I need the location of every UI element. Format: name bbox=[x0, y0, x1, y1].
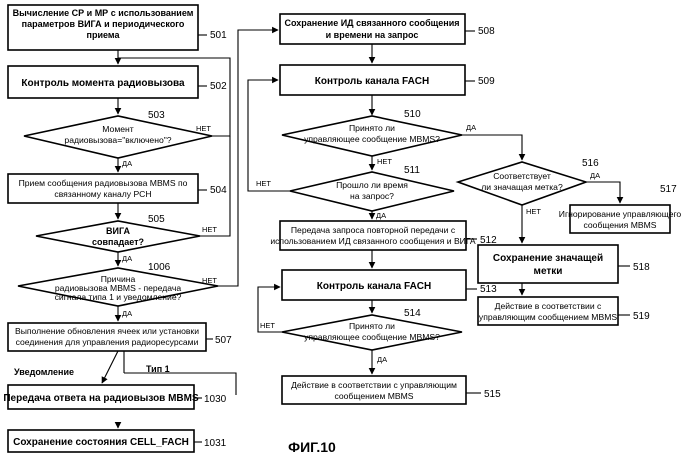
svg-text:Соответствует: Соответствует bbox=[493, 171, 551, 181]
svg-text:Передача запроса повторной пер: Передача запроса повторной передачи с bbox=[291, 225, 456, 235]
svg-text:ДА: ДА bbox=[122, 309, 132, 318]
svg-text:управляющее сообщение MBMS?: управляющее сообщение MBMS? bbox=[304, 134, 440, 144]
svg-text:516: 516 bbox=[582, 158, 599, 169]
svg-text:НЕТ: НЕТ bbox=[260, 321, 275, 330]
svg-text:519: 519 bbox=[633, 311, 650, 322]
svg-text:ДА: ДА bbox=[122, 159, 132, 168]
svg-text:ДА: ДА bbox=[376, 211, 386, 220]
svg-text:использованием ИД связанного с: использованием ИД связанного сообщения и… bbox=[270, 236, 476, 246]
svg-text:соединения для управления ради: соединения для управления радиоресурсами bbox=[16, 337, 199, 347]
svg-text:приема: приема bbox=[87, 30, 121, 40]
svg-text:Выполнение обновления ячеек ил: Выполнение обновления ячеек или установк… bbox=[15, 326, 199, 336]
svg-text:510: 510 bbox=[404, 109, 421, 120]
svg-text:управляющим сообщением MBMS: управляющим сообщением MBMS bbox=[479, 312, 617, 322]
svg-text:1006: 1006 bbox=[148, 262, 171, 273]
svg-text:НЕТ: НЕТ bbox=[202, 225, 217, 234]
svg-text:НЕТ: НЕТ bbox=[526, 207, 541, 216]
step-508: Сохранение ИД связанного сообщения и вре… bbox=[280, 14, 495, 44]
svg-text:1031: 1031 bbox=[204, 438, 227, 449]
svg-text:515: 515 bbox=[484, 389, 501, 400]
svg-text:Контроль канала FACH: Контроль канала FACH bbox=[317, 281, 431, 292]
svg-text:Вычисление СР и МР с использов: Вычисление СР и МР с использованием bbox=[13, 8, 194, 18]
svg-text:НЕТ: НЕТ bbox=[377, 157, 392, 166]
svg-text:НЕТ: НЕТ bbox=[196, 124, 211, 133]
step-1030: Передача ответа на радиовызов MBMS 1030 bbox=[3, 385, 226, 409]
decision-510: Принято ли управляющее сообщение MBMS? 5… bbox=[282, 109, 476, 166]
decision-505: ВИГА совпадает? 505 НЕТ ДА bbox=[36, 214, 217, 263]
svg-text:518: 518 bbox=[633, 262, 650, 273]
svg-text:ДА: ДА bbox=[377, 355, 387, 364]
svg-text:Момент: Момент bbox=[102, 124, 133, 134]
svg-text:НЕТ: НЕТ bbox=[256, 179, 271, 188]
step-501: Вычисление СР и МР с использованием пара… bbox=[8, 5, 227, 50]
svg-text:Действие в соответствии с упра: Действие в соответствии с управляющим bbox=[291, 380, 457, 390]
svg-text:517: 517 bbox=[660, 184, 677, 195]
svg-text:сигнала типа 1 и уведомление?: сигнала типа 1 и уведомление? bbox=[55, 292, 182, 302]
step-504: Прием сообщения радиовызова MBMS по связ… bbox=[8, 174, 227, 203]
svg-text:507: 507 bbox=[215, 335, 232, 346]
svg-text:совпадает?: совпадает? bbox=[92, 237, 144, 247]
svg-text:радиовызова="включено"?: радиовызова="включено"? bbox=[64, 135, 171, 145]
svg-text:Сохранение значащей: Сохранение значащей bbox=[493, 253, 603, 264]
step-518: Сохранение значащей метки 518 bbox=[478, 245, 650, 283]
svg-text:511: 511 bbox=[404, 165, 420, 176]
svg-text:Сохранение ИД связанного сообщ: Сохранение ИД связанного сообщения bbox=[285, 18, 460, 28]
step-513: Контроль канала FACH 513 bbox=[282, 270, 497, 300]
svg-text:метки: метки bbox=[534, 266, 563, 277]
svg-text:связанному каналу PCH: связанному каналу PCH bbox=[54, 189, 151, 199]
svg-text:Принято ли: Принято ли bbox=[349, 321, 395, 331]
step-507: Выполнение обновления ячеек или установк… bbox=[8, 323, 232, 377]
svg-text:Передача ответа на радиовызов: Передача ответа на радиовызов MBMS bbox=[3, 393, 199, 404]
svg-text:ли значащая метка?: ли значащая метка? bbox=[481, 182, 563, 192]
svg-text:ВИГА: ВИГА bbox=[106, 226, 131, 236]
svg-text:1030: 1030 bbox=[204, 394, 227, 405]
svg-text:Прием сообщения радиовызова MB: Прием сообщения радиовызова MBMS по bbox=[19, 178, 188, 188]
svg-text:и времени на запрос: и времени на запрос bbox=[326, 30, 419, 40]
svg-text:ДА: ДА bbox=[122, 254, 132, 263]
svg-text:Контроль момента радиовызова: Контроль момента радиовызова bbox=[21, 78, 185, 89]
svg-text:Игнорирование управляющего: Игнорирование управляющего bbox=[559, 209, 682, 219]
step-1031: Сохранение состояния CELL_FACH 1031 bbox=[8, 430, 227, 452]
svg-text:ДА: ДА bbox=[590, 171, 600, 180]
step-512: Передача запроса повторной передачи с ис… bbox=[270, 221, 497, 250]
svg-text:Сохранение состояния CELL_FACH: Сохранение состояния CELL_FACH bbox=[13, 437, 189, 448]
svg-text:505: 505 bbox=[148, 214, 165, 225]
svg-text:Тип 1: Тип 1 bbox=[146, 364, 170, 374]
svg-text:Контроль канала FACH: Контроль канала FACH bbox=[315, 76, 429, 87]
step-515: Действие в соответствии с управляющим со… bbox=[282, 376, 501, 404]
svg-text:508: 508 bbox=[478, 26, 495, 37]
svg-text:сообщения MBMS: сообщения MBMS bbox=[584, 220, 657, 230]
svg-text:502: 502 bbox=[210, 81, 227, 92]
svg-text:509: 509 bbox=[478, 76, 495, 87]
svg-text:Уведомление: Уведомление bbox=[14, 367, 74, 377]
svg-text:503: 503 bbox=[148, 110, 165, 121]
svg-text:сообщением MBMS: сообщением MBMS bbox=[334, 391, 413, 401]
svg-text:Прошло ли время: Прошло ли время bbox=[336, 180, 408, 190]
step-509: Контроль канала FACH 509 bbox=[280, 65, 495, 95]
svg-text:НЕТ: НЕТ bbox=[202, 276, 217, 285]
svg-text:на запрос?: на запрос? bbox=[350, 191, 394, 201]
svg-text:параметров ВИГА и периодическо: параметров ВИГА и периодического bbox=[22, 19, 185, 29]
decision-511: Прошло ли время на запрос? 511 НЕТ ДА bbox=[256, 165, 454, 220]
svg-text:501: 501 bbox=[210, 30, 227, 41]
svg-text:управляющее сообщение MBMS?: управляющее сообщение MBMS? bbox=[304, 332, 440, 342]
decision-514: Принято ли управляющее сообщение MBMS? 5… bbox=[260, 308, 462, 364]
svg-text:Действие в соответствии с: Действие в соответствии с bbox=[495, 301, 602, 311]
step-519: Действие в соответствии с управляющим со… bbox=[478, 297, 650, 325]
svg-text:514: 514 bbox=[404, 308, 421, 319]
figure-caption: ФИГ.10 bbox=[288, 439, 336, 455]
svg-text:504: 504 bbox=[210, 185, 227, 196]
step-502: Контроль момента радиовызова 502 bbox=[8, 66, 227, 98]
svg-text:ДА: ДА bbox=[466, 123, 476, 132]
svg-text:Принято ли: Принято ли bbox=[349, 123, 395, 133]
svg-text:513: 513 bbox=[480, 284, 497, 295]
